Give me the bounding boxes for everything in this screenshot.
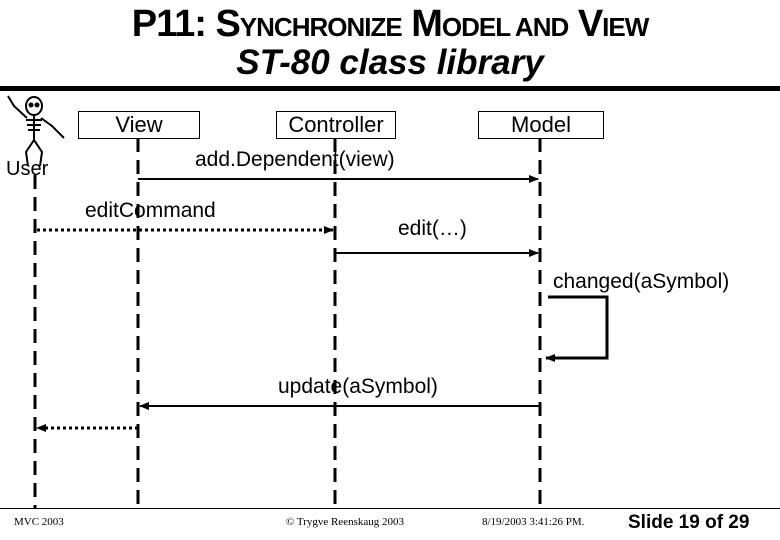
title-rule (0, 86, 780, 91)
controller-actor-box: Controller (276, 111, 396, 139)
user-actor-label: User (6, 158, 49, 180)
view-actor-box: View (78, 111, 200, 139)
user-figure-icon (7, 95, 65, 167)
changed-label: changed(aSymbol) (553, 270, 730, 293)
update-label: update(aSymbol) (278, 375, 438, 398)
slide-title: P11: SYNCHRONIZE MODEL AND VIEW (131, 3, 650, 45)
changed-arrow (545, 295, 609, 362)
add-dependent-label: add.Dependent(view) (195, 148, 395, 171)
footer-rule (0, 508, 780, 509)
slide-number: Slide 19 of 29 (628, 512, 750, 533)
edit-label: edit(…) (398, 217, 467, 240)
footer-date: 8/19/2003 3:41:26 PM. (482, 516, 585, 528)
edit-command-label: editCommand (85, 199, 216, 222)
footer-left: MVC 2003 (14, 516, 64, 528)
footer-copyright: © Trygve Reenskaug 2003 (286, 516, 405, 528)
model-actor-box: Model (478, 111, 604, 139)
slide-subtitle: ST-80 class library (236, 43, 544, 82)
